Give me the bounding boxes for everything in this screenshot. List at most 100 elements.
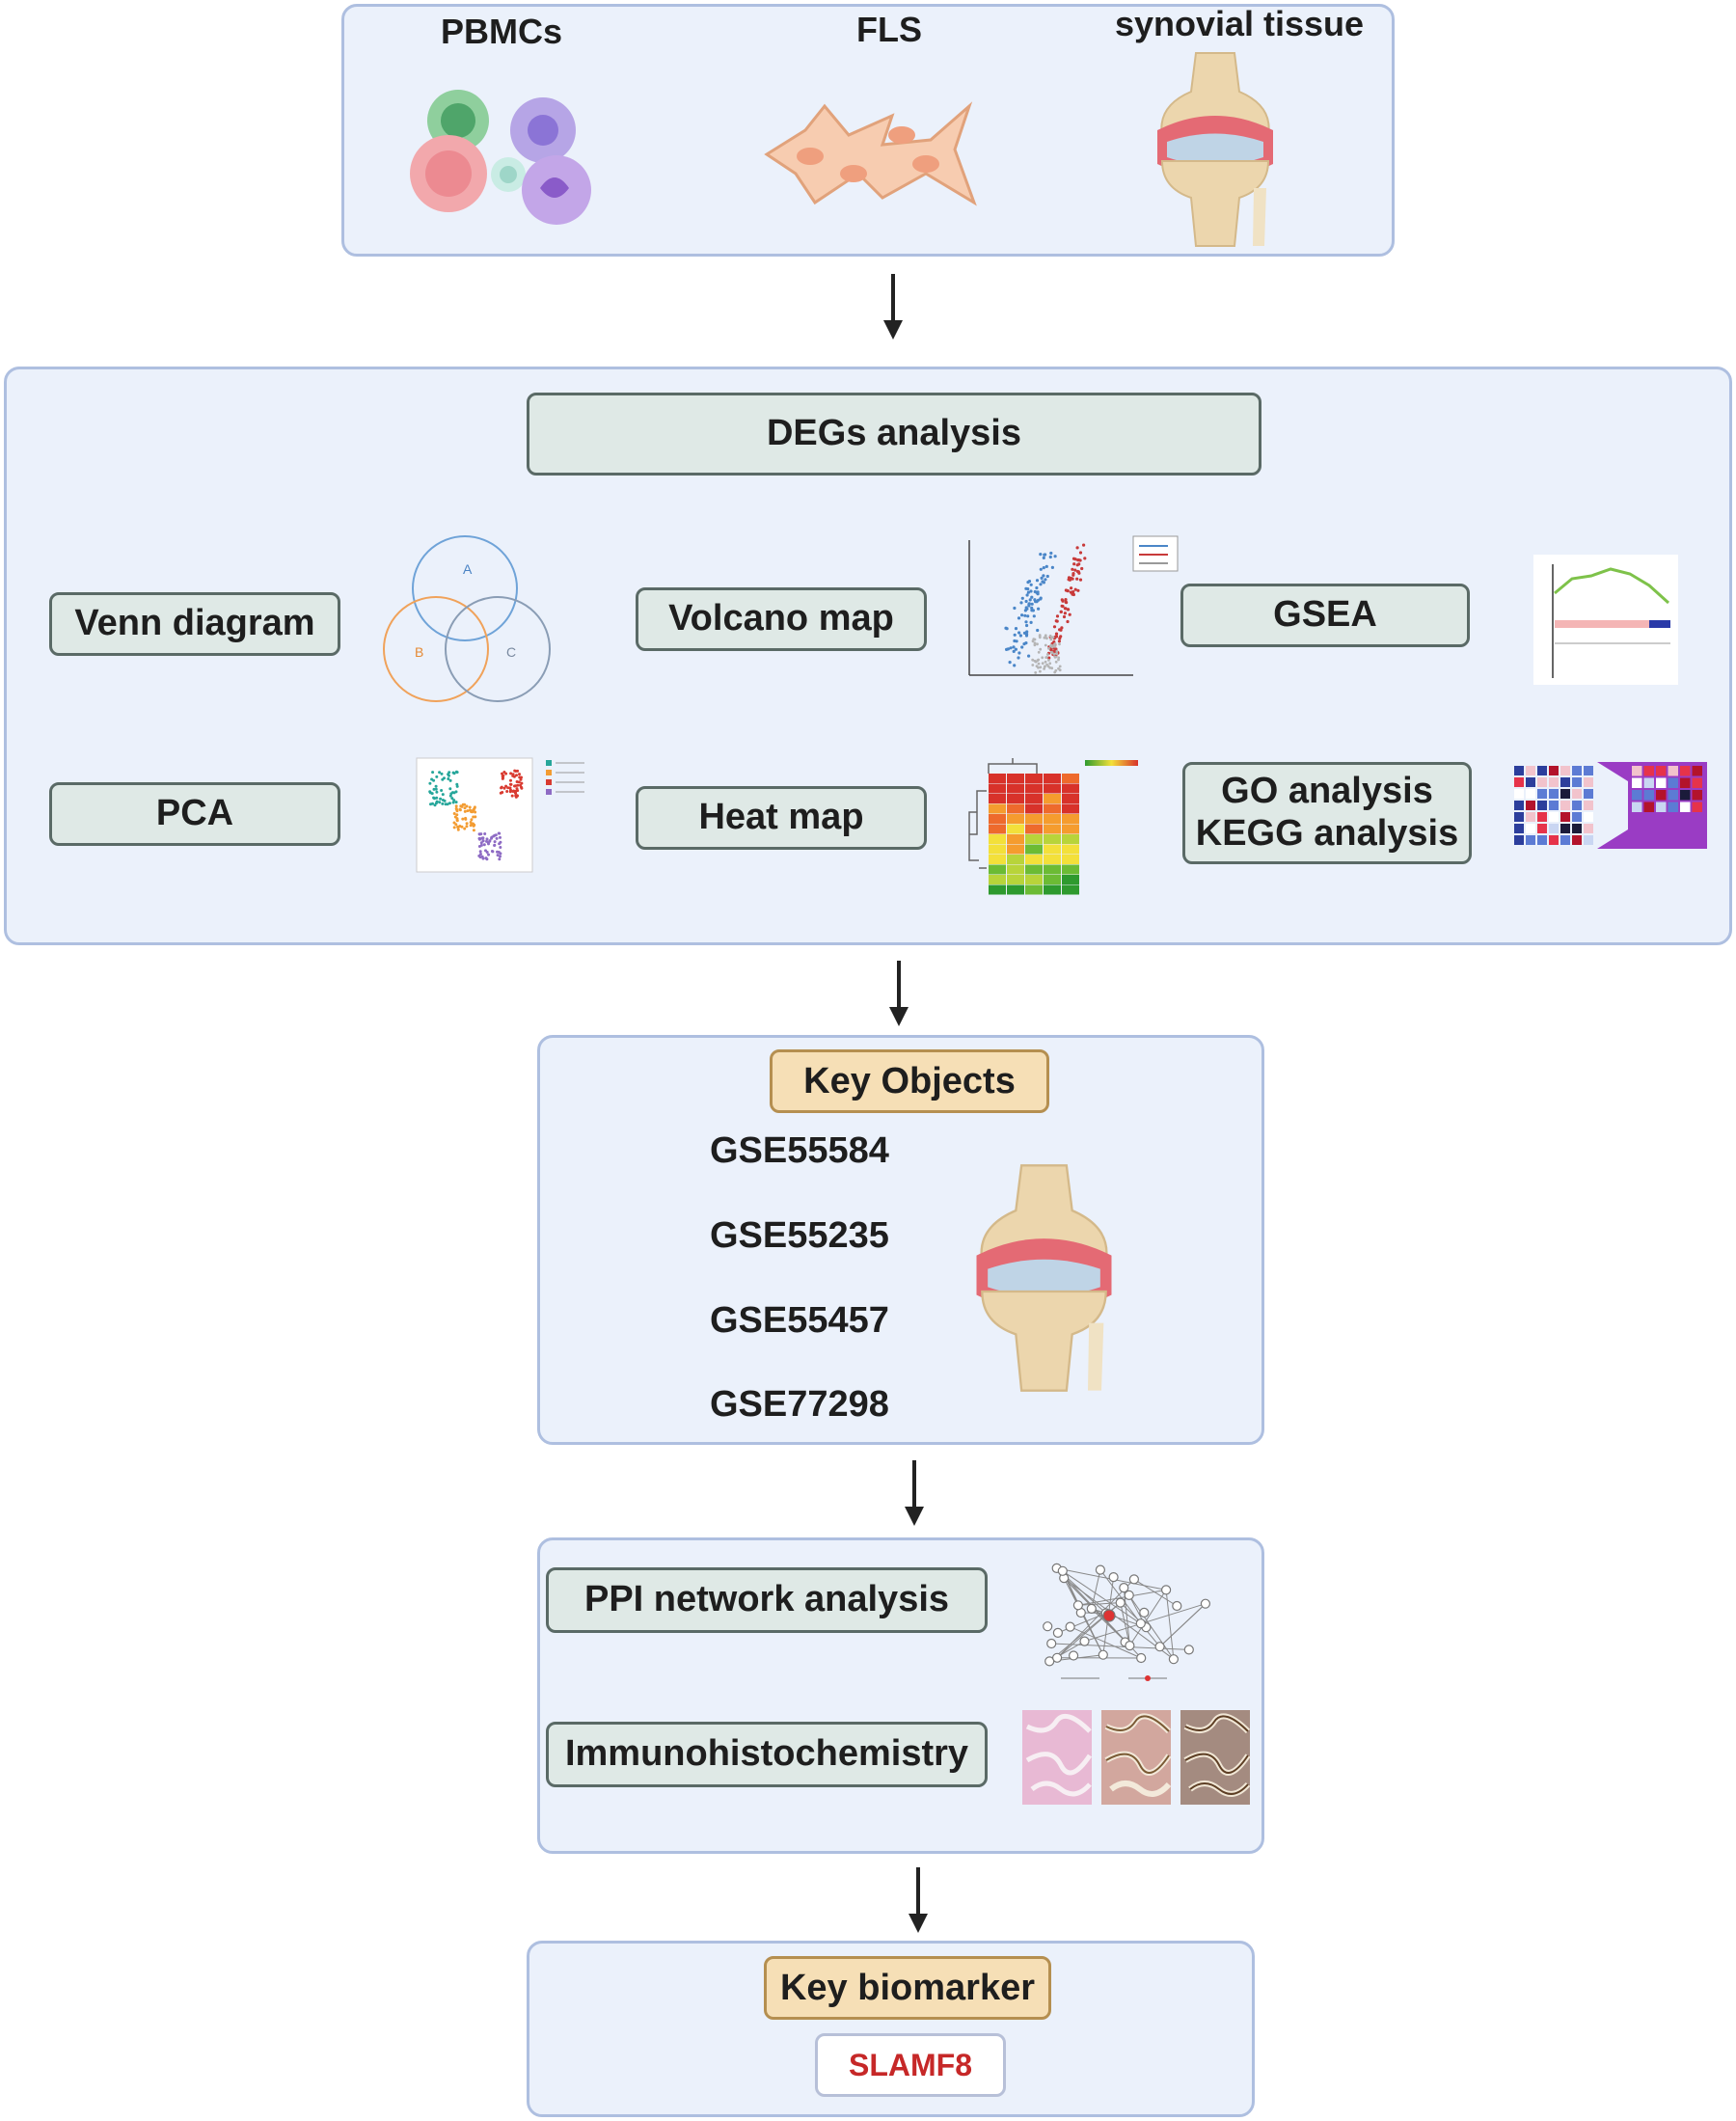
ppi-node <box>1172 1600 1182 1612</box>
gsea-label: GSEA <box>1180 584 1470 647</box>
pca-point <box>438 771 442 775</box>
pca-point <box>458 807 462 811</box>
volcano-point-up <box>1063 612 1067 615</box>
volcano-point-down <box>1022 631 1027 635</box>
enrichment-cell <box>1537 789 1547 799</box>
pca-point <box>513 784 516 788</box>
pca-point <box>469 824 473 828</box>
enrichment-cell <box>1656 802 1667 812</box>
ppi-node <box>1052 1652 1063 1663</box>
volcano-point-down <box>1019 601 1023 605</box>
volcano-point-ns <box>1045 653 1049 656</box>
pca-point <box>514 770 518 773</box>
volcano-point-down <box>1025 623 1029 628</box>
pca-point <box>485 837 489 841</box>
volcano-point-down <box>1015 639 1018 643</box>
pca-point <box>496 854 500 857</box>
pca-point <box>490 835 494 839</box>
ppi-node <box>1043 1621 1053 1632</box>
pca-point <box>431 771 435 775</box>
pca-point <box>463 802 467 806</box>
heat-cell <box>1044 814 1061 824</box>
volcano-point-down <box>1012 649 1016 653</box>
pca-point <box>429 802 432 806</box>
pca-point <box>485 851 489 854</box>
ppi-node <box>1200 1598 1210 1609</box>
enrichment-cell <box>1526 824 1535 833</box>
enrichment-cell <box>1632 802 1642 812</box>
pca-point <box>451 771 455 775</box>
go-analysis-text: GO analysis <box>1221 771 1433 812</box>
volcano-point-down <box>1020 613 1024 617</box>
enrichment-cell <box>1514 835 1524 845</box>
volcano-point-down <box>1024 620 1028 624</box>
enrichment-matrix-icon <box>1514 762 1707 849</box>
pca-point <box>504 772 508 775</box>
volcano-point-down <box>1020 645 1024 649</box>
ppi-node <box>1128 1574 1140 1585</box>
pca-point <box>465 822 469 826</box>
ihc-images-icon <box>1022 1710 1251 1805</box>
ppi-edge <box>1062 1570 1147 1628</box>
heat-cell <box>1007 794 1024 803</box>
enrichment-cell <box>1560 812 1570 822</box>
pca-point <box>428 790 432 794</box>
pca-point <box>509 778 512 782</box>
enrichment-cell <box>1537 766 1547 775</box>
ppi-edge <box>1159 1603 1207 1647</box>
volcano-point-up <box>1068 612 1071 616</box>
pca-point <box>498 857 502 861</box>
enrichment-cell <box>1549 789 1559 799</box>
heat-cell <box>1062 814 1079 824</box>
pca-point <box>466 809 470 813</box>
pca-point <box>430 777 434 781</box>
enrichment-cell <box>1584 824 1593 833</box>
volcano-point-ns <box>1057 658 1060 662</box>
heat-cell <box>1007 875 1024 884</box>
volcano-point-up <box>1083 557 1087 560</box>
volcano-point-down <box>1012 645 1016 649</box>
gsea-plot-icon <box>1533 555 1678 685</box>
pca-point <box>463 827 467 830</box>
volcano-point-down <box>1050 565 1054 569</box>
ppi-node <box>1124 1590 1134 1601</box>
volcano-point-up <box>1065 601 1069 605</box>
heat-cell <box>1025 875 1043 884</box>
volcano-point-ns <box>1055 652 1059 656</box>
volcano-point-up <box>1057 639 1061 643</box>
volcano-point-down <box>1034 600 1038 604</box>
volcano-point-ns <box>1034 671 1038 674</box>
knee-joint-large-icon <box>976 1164 1112 1392</box>
arrow-4 <box>909 1867 928 1933</box>
pca-point <box>473 805 476 809</box>
volcano-point-ns <box>1041 656 1044 660</box>
enrichment-cell <box>1526 777 1535 787</box>
volcano-point-ns <box>1048 662 1052 666</box>
pca-point <box>499 791 502 795</box>
volcano-point-ns <box>1052 643 1056 646</box>
volcano-point-up <box>1066 608 1070 612</box>
enrichment-cell <box>1549 766 1559 775</box>
heat-cell <box>989 864 1006 875</box>
ppi-node <box>1098 1649 1108 1660</box>
pca-point <box>513 791 517 795</box>
ppi-edge <box>1165 1590 1175 1660</box>
heat-cell <box>1007 834 1024 844</box>
enrichment-cell <box>1560 835 1570 845</box>
enrichment-cell <box>1643 777 1654 788</box>
volcano-point-down <box>1036 628 1040 633</box>
enrichment-cell <box>1584 766 1593 775</box>
volcano-point-down <box>1042 574 1045 578</box>
pca-point <box>432 787 436 791</box>
enrichment-cell <box>1584 835 1593 845</box>
pca-point <box>434 787 438 791</box>
heat-cell <box>989 783 1006 794</box>
volcano-point-up <box>1071 590 1075 594</box>
pca-point <box>516 789 520 793</box>
volcano-point-up <box>1071 573 1075 577</box>
heat-cell <box>1044 884 1061 895</box>
volcano-point-up <box>1054 632 1059 636</box>
enrichment-cell <box>1537 824 1547 833</box>
volcano-point-ns <box>1047 659 1050 662</box>
pca-point <box>460 825 464 829</box>
